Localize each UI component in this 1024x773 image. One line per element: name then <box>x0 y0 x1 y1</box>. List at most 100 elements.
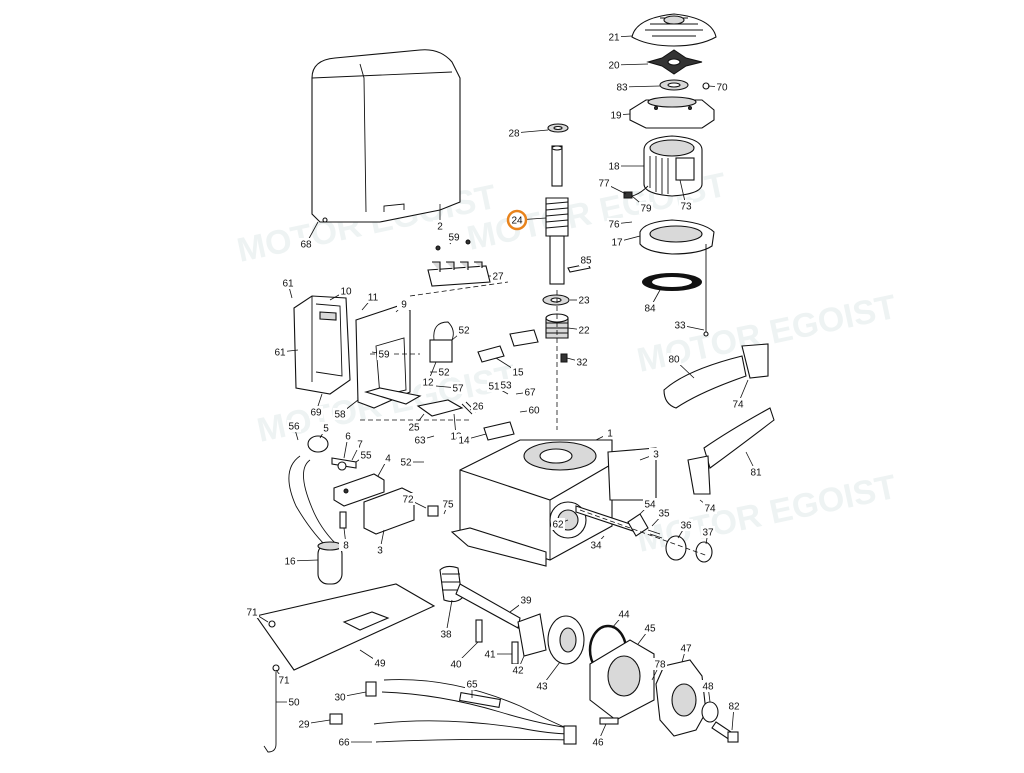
part-label-52: 52 <box>400 458 412 469</box>
part-label-34: 34 <box>590 541 602 552</box>
part-label-16: 16 <box>284 557 296 568</box>
washer-48 <box>701 701 719 723</box>
part-label-74: 74 <box>704 504 716 515</box>
part-label-bg-74 <box>703 502 717 514</box>
part-label-3: 3 <box>377 546 383 557</box>
part-label-bg-58 <box>333 408 347 420</box>
part-label-61: 61 <box>282 279 294 290</box>
part-label-bg-51 <box>487 380 501 392</box>
part-label-50: 50 <box>288 698 300 709</box>
part-label-69: 69 <box>310 408 322 419</box>
part-label-72: 72 <box>402 495 414 506</box>
part-label-bg-35 <box>657 507 671 519</box>
part-label-bg-48 <box>701 680 715 692</box>
part-label-bg-36 <box>679 519 693 531</box>
part-label-bg-68 <box>299 238 313 250</box>
capacitor-16 <box>288 455 343 585</box>
part-label-36: 36 <box>680 521 692 532</box>
part-label-bg-8 <box>339 539 353 551</box>
part-label-75: 75 <box>442 500 454 511</box>
part-label-38: 38 <box>440 630 452 641</box>
part-label-bg-10 <box>339 285 353 297</box>
part-label-bg-6 <box>341 430 355 442</box>
part-label-bg-60 <box>527 404 541 416</box>
part-label-61: 61 <box>274 348 286 359</box>
part-label-bg-75 <box>441 498 455 510</box>
part-label-14: 14 <box>458 436 470 447</box>
part-label-33: 33 <box>674 321 686 332</box>
part-label-bg-7 <box>353 438 367 450</box>
part-label-bg-84 <box>643 302 657 314</box>
part-label-bg-67 <box>523 386 537 398</box>
part-label-15: 15 <box>512 368 524 379</box>
part-label-bg-70 <box>715 81 729 93</box>
part-label-45: 45 <box>644 624 656 635</box>
part-label-bg-26 <box>471 400 485 412</box>
part-label-bg-4 <box>381 452 395 464</box>
part-label-bg-44 <box>617 608 631 620</box>
part-label-bg-77 <box>597 177 611 189</box>
pin-8 <box>339 511 347 529</box>
part-label-bg-41 <box>483 648 497 660</box>
part-label-bg-9 <box>397 298 411 310</box>
part-label-bg-1 <box>603 427 617 439</box>
part-label-83: 83 <box>616 83 628 94</box>
nut-72 <box>427 505 439 517</box>
part-label-39: 39 <box>520 596 532 607</box>
part-label-bg-47 <box>679 642 693 654</box>
control-box <box>293 295 351 395</box>
part-label-bg-78 <box>653 658 667 670</box>
part-label-55: 55 <box>360 451 372 462</box>
part-label-bg-65 <box>465 678 479 690</box>
part-label-57: 57 <box>452 384 464 395</box>
part-label-25: 25 <box>408 423 420 434</box>
part-label-65: 65 <box>466 680 478 691</box>
part-label-9: 9 <box>401 300 407 311</box>
part-label-24: 24 <box>511 216 523 227</box>
part-label-bg-72 <box>401 493 415 505</box>
pinion-47 <box>655 659 707 737</box>
part-label-bg-42 <box>511 664 525 676</box>
bolt-82 <box>711 721 739 743</box>
part-label-20: 20 <box>608 61 620 72</box>
part-label-35: 35 <box>658 509 670 520</box>
part-label-71: 71 <box>246 608 258 619</box>
bolt-30 <box>365 681 377 697</box>
part-label-bg-79 <box>639 202 653 214</box>
part-label-bg-14 <box>457 434 471 446</box>
handle-80 <box>663 343 769 409</box>
part-label-41: 41 <box>484 650 496 661</box>
part-label-70: 70 <box>716 83 728 94</box>
part-label-52: 52 <box>458 326 470 337</box>
part-label-bg-3 <box>649 448 663 460</box>
release-shaft <box>575 505 713 563</box>
part-label-bg-66 <box>337 736 351 748</box>
part-label-bg-39 <box>519 594 533 606</box>
part-label-37: 37 <box>702 528 714 539</box>
stator-18 <box>623 135 703 199</box>
part-label-bg-53 <box>499 379 513 391</box>
part-label-4: 4 <box>385 454 391 465</box>
worm-shaft <box>545 145 569 285</box>
part-label-bg-5 <box>319 422 333 434</box>
bushing-42 <box>517 613 547 657</box>
part-label-44: 44 <box>618 610 630 621</box>
part-label-12: 12 <box>422 378 434 389</box>
part-label-bg-22 <box>577 324 591 336</box>
part-label-bg-69 <box>309 406 323 418</box>
part-label-26: 26 <box>472 402 484 413</box>
fan-cover <box>631 13 717 47</box>
output-shaft <box>439 565 521 629</box>
part-label-2: 2 <box>437 222 443 233</box>
part-label-53: 53 <box>500 381 512 392</box>
switch-15 <box>477 329 539 363</box>
part-label-bg-37 <box>701 526 715 538</box>
bracket-4 <box>333 473 385 507</box>
part-label-bg-76 <box>607 218 621 230</box>
part-label-bg-46 <box>591 736 605 748</box>
part-label-59: 59 <box>448 233 460 244</box>
part-label-bg-17 <box>610 236 624 248</box>
part-label-bg-73 <box>679 200 693 212</box>
washer-28 <box>547 123 569 133</box>
part-label-bg-62 <box>551 518 565 530</box>
